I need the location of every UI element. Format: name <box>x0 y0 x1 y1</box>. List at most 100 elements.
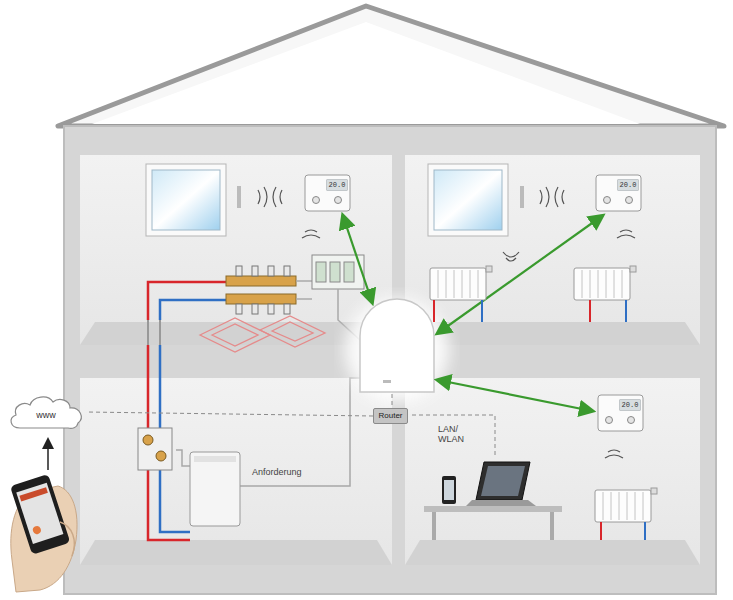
radio-link <box>343 216 602 411</box>
desk <box>481 466 525 496</box>
wiring <box>176 289 362 486</box>
radiator-pipes <box>434 300 601 540</box>
rooms <box>80 155 392 345</box>
thermostat <box>620 400 640 410</box>
house-walls <box>64 126 716 594</box>
control-module <box>330 262 340 282</box>
cloud-shape: www <box>6 392 86 432</box>
radiator <box>630 266 636 272</box>
wiring <box>176 450 190 466</box>
manifold <box>236 266 242 276</box>
thermostat <box>313 197 635 424</box>
rooms <box>405 378 700 565</box>
pump-station <box>138 428 172 470</box>
wiring <box>240 378 362 486</box>
desk <box>442 476 456 504</box>
window <box>428 164 508 236</box>
lan-connector <box>86 412 373 416</box>
window <box>146 164 524 236</box>
boiler <box>190 452 240 526</box>
thermostat <box>327 180 347 190</box>
thermostat <box>305 175 643 431</box>
manifold <box>284 304 290 314</box>
window <box>434 170 502 230</box>
pump-station <box>143 435 153 445</box>
hand-phone <box>32 525 42 535</box>
radio-waves <box>302 230 320 238</box>
radiator <box>486 266 492 272</box>
manifold <box>226 294 296 304</box>
cloud-outline <box>11 397 81 428</box>
lan-line <box>392 394 495 458</box>
heating-pipes <box>148 282 228 320</box>
manifold <box>284 266 290 276</box>
roof <box>92 22 640 124</box>
manifold <box>252 266 258 276</box>
thermostat <box>596 175 641 211</box>
thermostat <box>618 180 638 190</box>
signal-label: Anforderung <box>252 467 302 477</box>
control-module <box>316 262 326 282</box>
hand-phone <box>10 474 70 555</box>
window <box>520 186 524 208</box>
control-module <box>312 255 364 289</box>
thermostat <box>335 197 342 204</box>
gateway <box>383 380 391 383</box>
roof <box>58 6 724 126</box>
thermostat <box>606 417 613 424</box>
manifold <box>236 266 290 314</box>
desk <box>424 462 562 540</box>
hand-phone <box>10 474 70 555</box>
manifold <box>226 276 296 286</box>
radiator <box>438 270 643 520</box>
desk <box>466 500 536 506</box>
radio-waves <box>258 187 635 458</box>
hand-phone <box>19 487 47 501</box>
gateway <box>360 299 434 392</box>
hand-phone <box>47 440 49 470</box>
heating-pipes <box>148 320 160 345</box>
lan-line <box>392 394 393 406</box>
manifold <box>296 281 312 299</box>
radiator-pipes <box>434 300 645 540</box>
thermostat <box>313 197 320 204</box>
node-text: www <box>36 410 56 421</box>
window <box>237 186 241 208</box>
hand-phone <box>60 522 74 556</box>
display-value: 20.0 <box>618 180 638 190</box>
boiler <box>194 456 236 462</box>
manifold <box>226 266 312 314</box>
thermostat <box>604 197 611 204</box>
thermostat <box>598 395 643 431</box>
radiator <box>430 266 657 522</box>
rooms <box>80 378 392 565</box>
thermostat <box>305 175 350 211</box>
desk <box>550 512 554 540</box>
manifold <box>268 304 274 314</box>
manifold <box>236 304 242 314</box>
radiator <box>651 488 657 494</box>
radio-waves <box>540 187 564 207</box>
radio-waves <box>503 252 519 261</box>
window <box>152 170 220 230</box>
display-value: 20.0 <box>620 400 640 410</box>
router-box: Router <box>373 408 408 424</box>
hand-phone <box>16 483 63 544</box>
desk <box>432 512 436 540</box>
radio-waves <box>258 187 282 207</box>
pump-station <box>156 451 166 461</box>
control-module <box>312 255 364 289</box>
thermostat <box>628 417 635 424</box>
control-module <box>344 262 354 282</box>
rooms <box>80 155 700 565</box>
house-walls <box>64 126 716 594</box>
radio-link <box>343 216 372 302</box>
roof <box>58 6 724 126</box>
radio-link <box>438 380 592 411</box>
window <box>146 164 226 236</box>
radio-waves <box>605 450 623 458</box>
